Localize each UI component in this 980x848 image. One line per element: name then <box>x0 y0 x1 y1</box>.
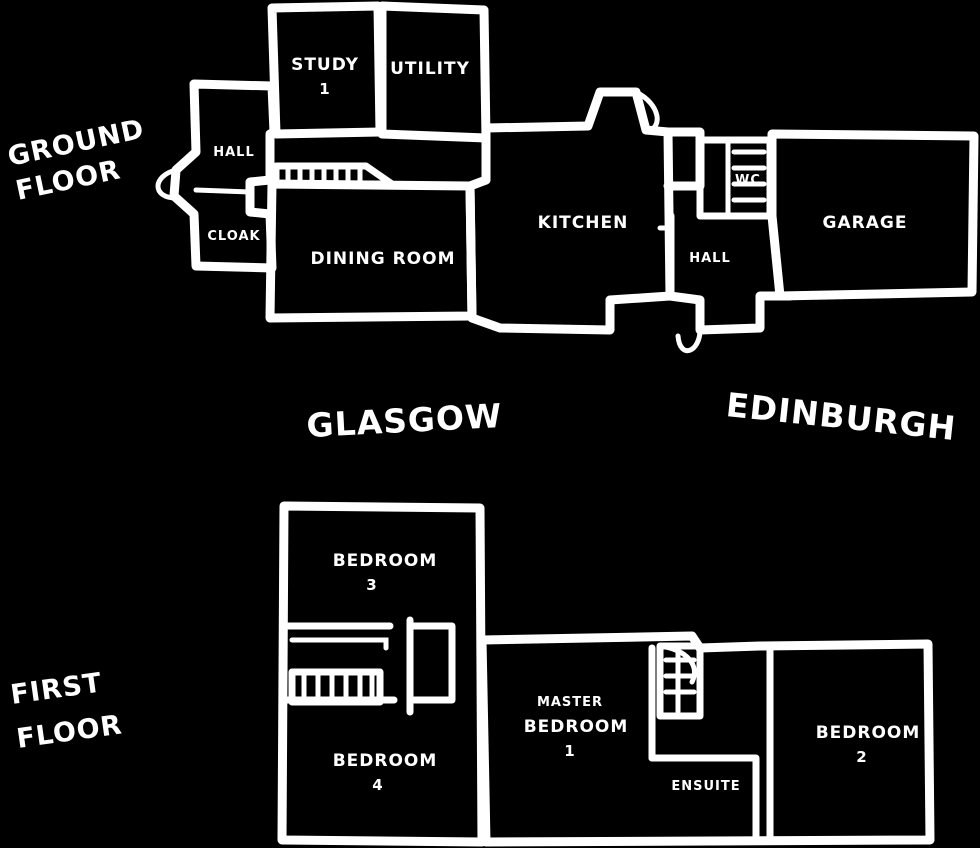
door-swing-front <box>155 167 179 201</box>
wall-first-east-block <box>477 631 935 847</box>
label-bed4-number: 4 <box>372 776 383 794</box>
wall-bath-first <box>656 642 704 720</box>
label-kitchen: KITCHEN <box>538 213 629 233</box>
wall-wc-shelf <box>731 149 767 203</box>
label-utility: UTILITY <box>390 59 470 79</box>
label-study-number: 1 <box>319 80 330 98</box>
wall-kitchen <box>465 87 675 335</box>
city-label-glasgow: GLASGOW <box>306 396 504 445</box>
label-hall-east: HALL <box>689 251 731 266</box>
label-study: STUDY <box>291 55 359 75</box>
door-swing-rear <box>675 327 703 354</box>
bath-fixture <box>663 649 697 715</box>
wall-ensuite <box>648 754 760 842</box>
door-swing-first-east <box>657 643 697 685</box>
first-floor-label-line1: FIRST <box>9 667 105 711</box>
wall-west-hall-div <box>193 187 253 195</box>
label-cloak: CLOAK <box>207 229 260 244</box>
label-bed3: BEDROOM <box>333 551 438 571</box>
label-bed1-number: 1 <box>564 742 575 760</box>
label-hall-west: HALL <box>213 145 255 160</box>
label-bed1-sub: MASTER <box>537 695 603 710</box>
ground-floor-group: STUDY 1 UTILITY HALL CLOAK DINING ROOM K… <box>155 1 979 354</box>
stairs-ground <box>272 162 396 188</box>
door-swing-kitchen <box>633 89 660 135</box>
label-bed4: BEDROOM <box>333 751 438 771</box>
city-label-edinburgh: EDINBURGH <box>724 385 958 448</box>
label-bed3-number: 3 <box>366 576 377 594</box>
first-floor-label-line2: FLOOR <box>15 709 125 755</box>
label-wc: WC <box>735 173 761 188</box>
label-bed1: BEDROOM <box>524 717 629 737</box>
label-dining: DINING ROOM <box>311 249 456 269</box>
first-floor-group: BEDROOM 3 BEDROOM 4 MASTER BEDROOM 1 BED… <box>277 501 935 847</box>
label-bed2-number: 2 <box>856 748 867 766</box>
label-bed2: BEDROOM <box>816 723 921 743</box>
label-ensuite: ENSUITE <box>671 779 740 794</box>
label-garage: GARAGE <box>823 213 908 233</box>
stairs-first <box>288 637 389 706</box>
wall-landing-box <box>410 622 456 704</box>
